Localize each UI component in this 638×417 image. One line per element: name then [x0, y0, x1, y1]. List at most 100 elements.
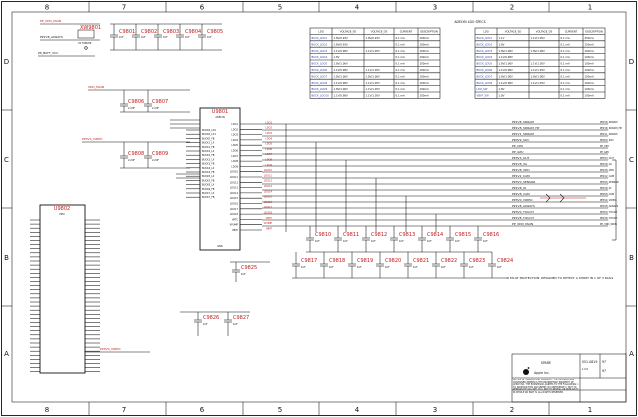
cap-value: 1UF	[441, 266, 446, 269]
net-label: PP_CPU	[512, 144, 523, 148]
capacitor: C9803 1UF	[154, 24, 179, 50]
pin-label: LDO1	[231, 123, 238, 126]
crystal-ref: XW9801	[80, 25, 101, 31]
connector-bracket	[612, 159, 617, 241]
grid-col-label: 7	[122, 4, 126, 12]
cap-ref: C9802	[141, 29, 157, 35]
grid-row-label: B	[4, 254, 9, 262]
pin-net-label: LDO13	[264, 185, 273, 188]
crystal-section: PP_VDD_MAIN PP1V8_ALWAYS PP_BATT_VCC XW9…	[38, 19, 101, 57]
cap-ref: C9807	[152, 99, 168, 105]
grid-col-label: 3	[433, 4, 437, 12]
capacitor: C9825 1UF	[232, 262, 257, 282]
cap-value: 1UF	[141, 36, 146, 39]
capacitor: C9808 2.2UF	[120, 142, 144, 168]
fault-note: IR FAULT PROTECTION: DESIGNED TO DETECT …	[506, 276, 613, 280]
net-label: PP3V0_VIDEO	[82, 137, 103, 141]
net-label: PP3V0_VIDEO	[100, 347, 121, 351]
cap-row-lower: C98171UFC98181UFC98191UFC98201UFC98211UF…	[292, 252, 513, 279]
ic-ref: U9801	[212, 109, 228, 115]
table-cell: 100mA	[585, 55, 594, 59]
net-tag: PP3V0_TOUCH	[600, 211, 618, 214]
table-cell: BUCK_LDO8	[312, 81, 328, 85]
net-label: PP1V2_CAM	[512, 174, 530, 178]
pin-label: LDO14	[230, 192, 239, 195]
table-cell: 1.8V/1.06V	[531, 49, 546, 53]
capacitor: C9815 1UF	[446, 226, 471, 252]
table-header-cell: CURRENT	[565, 30, 578, 34]
pin-label: BUCK7_FB	[202, 196, 215, 199]
table-cell: 0.1 mA	[561, 55, 570, 59]
cap-ref: C9827	[233, 315, 249, 321]
net-label: PP1V8_SDRAM	[512, 120, 534, 124]
table-cell: 1.1V/0.98V	[334, 49, 349, 53]
table-cell: 1.8V/1.06V	[499, 74, 514, 78]
net-label: PP1V8_SDRAM_HP	[512, 126, 540, 130]
pin-label: BUCK3_FB	[202, 163, 215, 166]
table-cell: 0.1 mA	[561, 81, 570, 85]
table-cell: 100mA	[585, 49, 594, 53]
table-cell: BUCK_LDO7	[312, 74, 328, 78]
table-cell: 150mA	[585, 42, 594, 46]
ic-gnd-pin: GND	[217, 245, 223, 248]
grid-col-label: 8	[45, 4, 49, 12]
cap-ref: C9822	[441, 258, 457, 264]
net-tag: PP2V8_CAM	[600, 193, 614, 196]
pin-label: LDO12	[230, 181, 239, 184]
table-header-cell: VOLTAGE_SD	[340, 30, 357, 34]
ic-body	[199, 107, 241, 251]
table-cell: 100mA	[585, 68, 594, 72]
cap-value: 2.2UF	[152, 107, 160, 110]
net-label: PP1V8_ALWAYS	[40, 35, 63, 39]
cap-ref: C9803	[163, 29, 179, 35]
table-cell: BUCK_LDO8	[477, 81, 493, 85]
pin-label: LDO13	[230, 187, 239, 190]
net-tag: PP1V2_CAM	[600, 175, 614, 178]
net-tag: PP_GPU	[600, 151, 609, 154]
table-cell: BUCK_LDO9	[312, 87, 328, 91]
grid-col-label: 5	[278, 4, 282, 12]
table-cell: BUCK_LDO6	[477, 68, 493, 72]
table-cell: 0.1 mA	[396, 68, 405, 72]
cap-ref: C9817	[301, 258, 317, 264]
pin-label: BUCK4_FB	[202, 171, 215, 174]
cap-ref: C9815	[455, 232, 471, 238]
cap-ref: C9801	[119, 29, 135, 35]
pin-label: BUCK4_LX	[202, 167, 215, 170]
pin-net-label: LDO4	[265, 137, 272, 140]
pin-net-label: LDO15	[264, 196, 273, 199]
cap-value: 1UF	[233, 323, 238, 326]
net-label: PP3V3_OUT	[512, 156, 530, 160]
mid-cap-bank: VDD_MAIN C9806 2.2UF C9807 2.2UF PP3V0_V…	[82, 85, 200, 179]
cap-value: 1UF	[343, 240, 348, 243]
table-cell: BUCK_LDO2	[312, 42, 328, 46]
pin-net-label: VPUMP	[264, 222, 273, 225]
table-cell: 1.8V/0.93V	[334, 36, 349, 40]
table-cell: 1.8V	[499, 42, 505, 46]
pin-label: LDO7	[231, 155, 238, 158]
grid-row-label: A	[4, 350, 9, 358]
table-cell: LDO_SW	[477, 87, 488, 91]
table-cell: 1.8V	[499, 87, 505, 91]
capacitor: C9822 1UF	[432, 252, 457, 278]
title-block: SPARE Apple Inc. 051-0819 1.0.0 97 97 NO…	[511, 353, 627, 403]
cap-value: 2.2UF	[128, 107, 136, 110]
pin-net-label: LDO1	[265, 121, 272, 124]
net-tag: PP1V1_SDRAM	[600, 133, 617, 136]
table-cell: 1.8V/1.06V	[334, 62, 349, 66]
cap-value: 1UF	[455, 240, 460, 243]
grid-row-label: D	[4, 58, 9, 66]
table-cell: 0.1 mA	[396, 94, 405, 98]
cap-value: 1UF	[329, 266, 334, 269]
grid-col-label: 5	[278, 406, 282, 414]
table-header-cell: VOLTAGE_DS	[371, 30, 388, 34]
cap-ref: C9826	[203, 315, 219, 321]
net-tag: PP_CPU	[600, 145, 609, 148]
